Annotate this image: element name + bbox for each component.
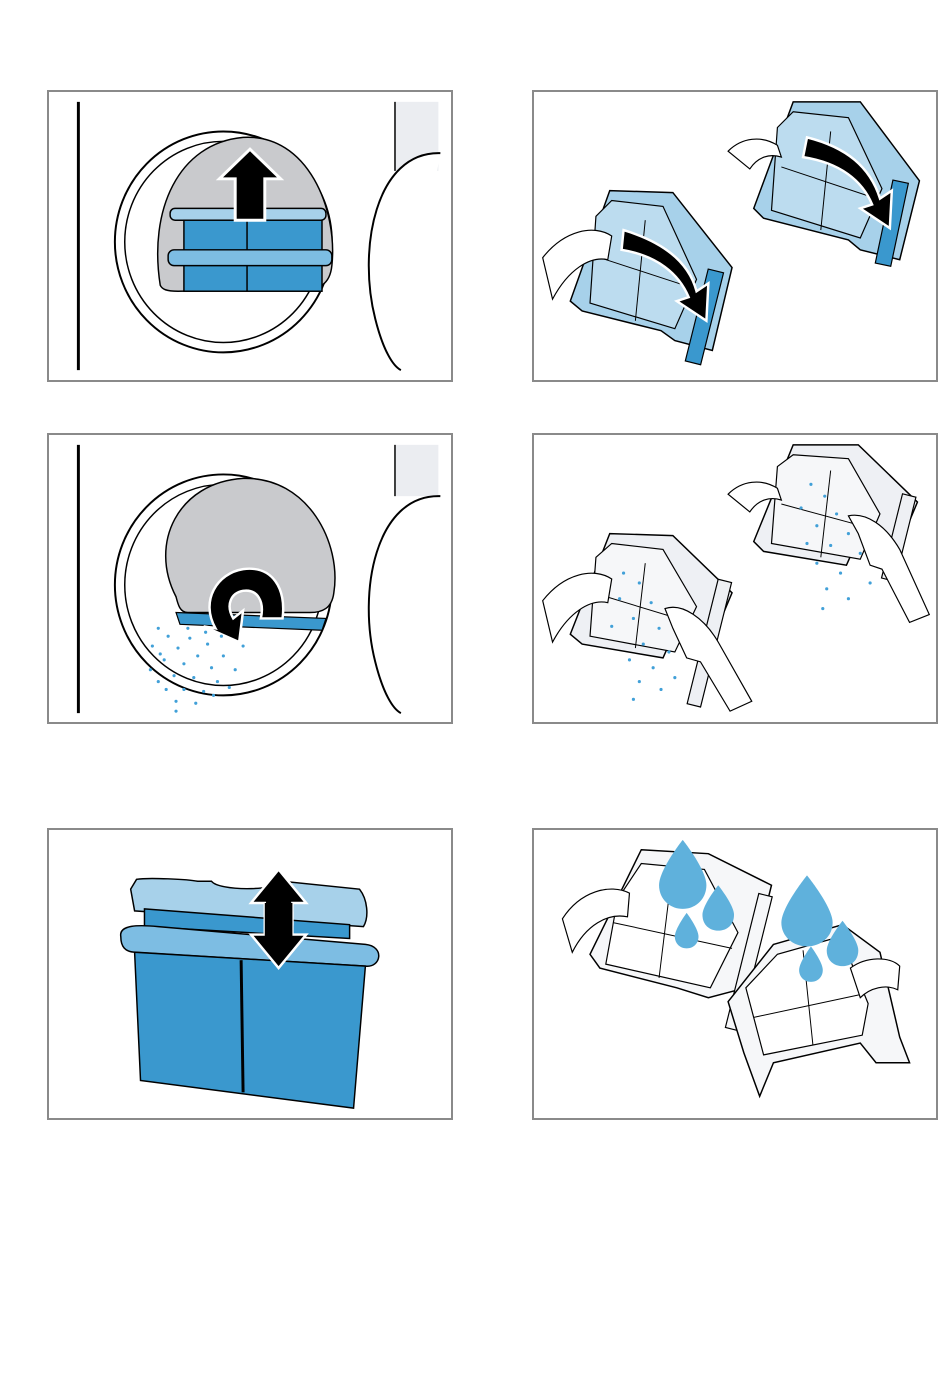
dryer-door-remove-filter-icon — [49, 92, 451, 380]
step-panel-filter-insert — [47, 828, 453, 1120]
dryer-door-clean-fluff-icon — [49, 435, 451, 722]
step-panel-rinse-filter — [532, 828, 938, 1120]
step-panel-open-filter — [532, 90, 938, 382]
fluff-filter-insert-icon — [49, 830, 451, 1118]
step-panel-clean-door — [47, 433, 453, 724]
open-fluff-filter-icon — [534, 92, 936, 380]
step-panel-brush-filter — [532, 433, 938, 724]
brush-out-fluff-icon — [534, 435, 936, 722]
rinse-filter-water-icon — [534, 830, 936, 1118]
step-panel-remove-filter — [47, 90, 453, 382]
